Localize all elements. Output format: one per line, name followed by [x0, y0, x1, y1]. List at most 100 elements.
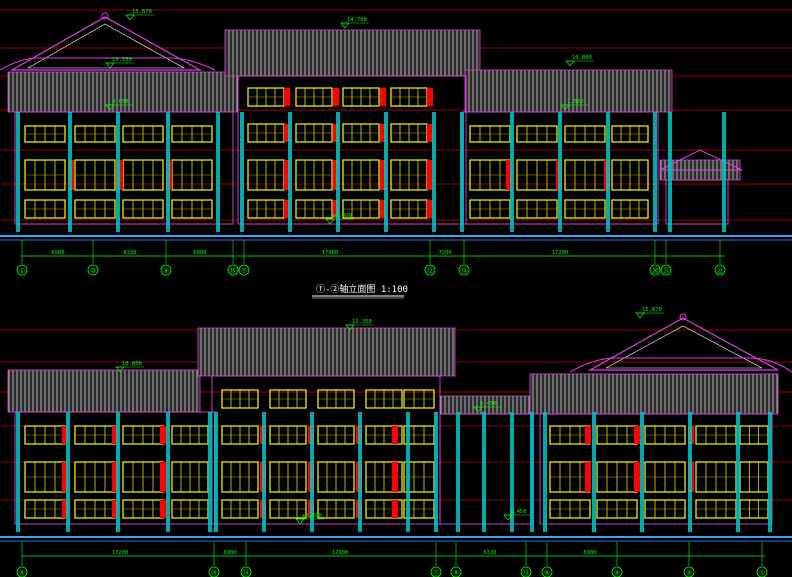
- column: [543, 412, 547, 532]
- column: [482, 412, 486, 532]
- column: [336, 112, 340, 232]
- axis-label: ⑦: [241, 267, 247, 275]
- column: [640, 412, 644, 532]
- column: [530, 412, 534, 532]
- axis-label: ⑩: [211, 569, 217, 577]
- axis-bubble: [450, 566, 462, 577]
- axis-bubble: [87, 264, 99, 276]
- column: [208, 412, 212, 532]
- dimension-label: 7200: [438, 250, 451, 256]
- roof-finial: [679, 313, 687, 321]
- red-pillar-panel: [427, 160, 433, 190]
- bottom-column-grid: [16, 412, 772, 532]
- red-pillar-panel: [392, 462, 398, 492]
- level-label: 1.450: [480, 401, 497, 407]
- red-pillar-panel: [392, 500, 398, 518]
- level-label: 14.700: [347, 17, 367, 23]
- column: [288, 112, 292, 232]
- red-pillar-panel: [634, 462, 640, 492]
- red-pillar-panel: [284, 88, 290, 106]
- red-pillar-panel: [380, 88, 386, 106]
- axis-bubble: [16, 566, 28, 577]
- top-left-pavilion-roof: [0, 12, 216, 71]
- axis-bubble: [227, 264, 239, 276]
- level-label: 15.870: [132, 9, 152, 15]
- axis-bubble: [660, 264, 672, 276]
- axis-bubble: [611, 566, 623, 577]
- dimension-label: 6330: [483, 550, 496, 556]
- drawing-title: ①-②轴立面图 1:100: [316, 283, 408, 295]
- red-pillar-panel: [585, 426, 591, 444]
- column: [653, 112, 657, 232]
- axis-label: ④: [163, 267, 169, 275]
- dimension-label: 6900: [223, 550, 236, 556]
- axis-bubble: [430, 566, 442, 577]
- red-pillar-panel: [634, 426, 640, 444]
- column: [722, 112, 726, 232]
- column: [406, 412, 410, 532]
- level-label: 1.450: [510, 509, 527, 515]
- axis-label: ⑮: [230, 267, 237, 275]
- axis-bubble: [208, 566, 220, 577]
- column: [166, 412, 170, 532]
- column: [240, 112, 244, 232]
- red-pillar-panel: [62, 500, 68, 518]
- axis-label: ⑳: [652, 267, 659, 275]
- column: [592, 412, 596, 532]
- column: [606, 112, 610, 232]
- column: [214, 412, 218, 532]
- level-label: 10.800: [572, 55, 592, 61]
- top-column-grid: [16, 112, 726, 232]
- axis-bubble: [240, 566, 252, 577]
- red-pillar-panel: [380, 160, 386, 190]
- red-pillar-panel: [62, 462, 68, 492]
- roof-finial: [101, 12, 109, 20]
- red-pillar-panel: [62, 426, 68, 444]
- red-pillar-panel: [506, 160, 512, 190]
- column: [216, 112, 220, 232]
- axis-bubble: [714, 264, 726, 276]
- level-label: 13.350: [112, 57, 132, 63]
- drawing-title-block: ①-②轴立面图 1:100: [312, 283, 408, 299]
- axis-bubble: [16, 264, 28, 276]
- level-label: ±0.000: [332, 213, 352, 219]
- axis-label: ⑫: [427, 267, 434, 275]
- red-pillar-panel: [112, 500, 118, 518]
- red-pillar-panel: [160, 426, 166, 444]
- level-label: 13.350: [352, 319, 372, 325]
- column: [262, 412, 266, 532]
- red-pillar-panel: [427, 88, 433, 106]
- axis-bubble: [458, 264, 470, 276]
- level-label: 7.500: [567, 99, 584, 105]
- column: [358, 412, 362, 532]
- red-pillar-panel: [427, 200, 433, 218]
- axis-label: ③: [686, 569, 692, 577]
- dimension-label: 17900: [332, 550, 349, 556]
- column: [688, 412, 692, 532]
- column: [456, 412, 460, 532]
- axis-label: ㉑: [663, 267, 670, 275]
- column: [68, 112, 72, 232]
- column: [116, 412, 120, 532]
- axis-bubble: [160, 264, 172, 276]
- red-pillar-panel: [284, 200, 290, 218]
- axis-label: ④: [614, 569, 620, 577]
- column: [16, 412, 20, 532]
- dimension-label: 6330: [123, 250, 136, 256]
- axis-label: ⑭: [461, 267, 468, 275]
- column: [166, 112, 170, 232]
- column: [510, 112, 514, 232]
- axis-label: ㉒: [717, 267, 724, 275]
- axis-label: ①: [19, 267, 25, 275]
- axis-label: ⑨: [453, 569, 459, 577]
- column: [116, 112, 120, 232]
- dimension-label: 6900: [583, 550, 596, 556]
- level-label: 15.870: [642, 307, 662, 313]
- axis-label: ⑪: [433, 569, 440, 577]
- red-pillar-panel: [380, 124, 386, 142]
- column: [384, 112, 388, 232]
- axis-bubble: [238, 264, 250, 276]
